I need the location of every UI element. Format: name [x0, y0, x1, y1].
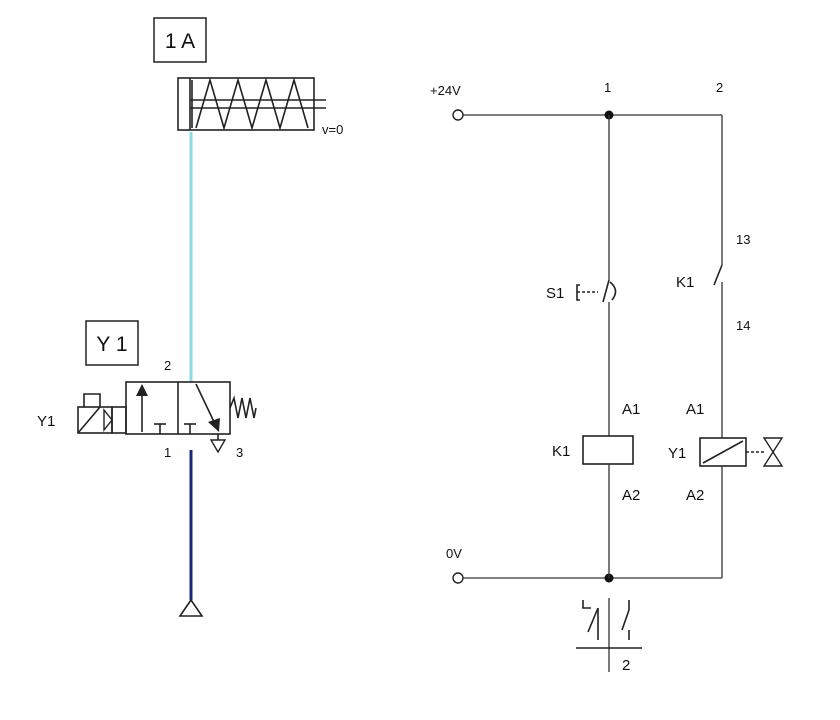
solenoid-a1-label: A1	[686, 401, 704, 418]
port-2-label: 2	[164, 358, 171, 373]
cylinder-speed: v=0	[322, 122, 343, 137]
relay-a2-label: A2	[622, 487, 640, 504]
contact-crossref-table: 2	[576, 598, 642, 674]
contact-k1: 13 14 K1	[676, 232, 750, 333]
relay-coil-k1	[582, 435, 634, 465]
contact-terminal-13: 13	[736, 232, 750, 247]
switch-s1: S1	[546, 279, 617, 304]
single-acting-cylinder: v=0	[177, 77, 343, 137]
crossref-path-label: 2	[622, 657, 630, 674]
flow-arrow-icon	[136, 384, 148, 396]
contact-k1-label: K1	[676, 274, 694, 291]
path-2-label: 2	[716, 80, 723, 95]
current-path-2: 13 14 K1 Y1 A1 A2	[668, 115, 784, 578]
relay-a1-label: A1	[622, 401, 640, 418]
supply-terminal	[452, 109, 464, 121]
ground-terminal	[452, 572, 464, 584]
ground-label: 0V	[446, 546, 462, 561]
exhaust-triangle-icon	[178, 598, 204, 617]
contact-terminal-14: 14	[736, 318, 750, 333]
valve-coil-label: Y1	[37, 413, 55, 430]
supply-label: +24V	[430, 83, 461, 98]
solenoid-y1-label: Y1	[668, 445, 686, 462]
current-path-1: S1 K1 A1 A2	[546, 115, 640, 578]
spring-icon	[195, 77, 309, 131]
relay-k1-label: K1	[552, 443, 570, 460]
valve-link-icon	[762, 437, 784, 467]
valve-tag: Y 1	[85, 320, 139, 366]
valve-tag-text: Y 1	[96, 333, 127, 356]
path-1-label: 1	[604, 80, 611, 95]
port-3-label: 3	[236, 445, 243, 460]
exhaust-arrow-icon	[208, 418, 220, 432]
solenoid-coil-icon	[77, 406, 113, 434]
return-spring-icon	[229, 395, 257, 419]
solenoid-a2-label: A2	[686, 487, 704, 504]
cylinder-tag-text: 1 A	[165, 30, 195, 53]
cylinder-tag: 1 A	[153, 17, 207, 63]
port-1-label: 1	[164, 445, 171, 460]
manual-override-icon	[83, 393, 101, 407]
latch-icon	[609, 281, 617, 301]
switch-s1-label: S1	[546, 285, 564, 302]
solenoid-valve-3-2: Y1 2 1 3	[37, 358, 257, 460]
